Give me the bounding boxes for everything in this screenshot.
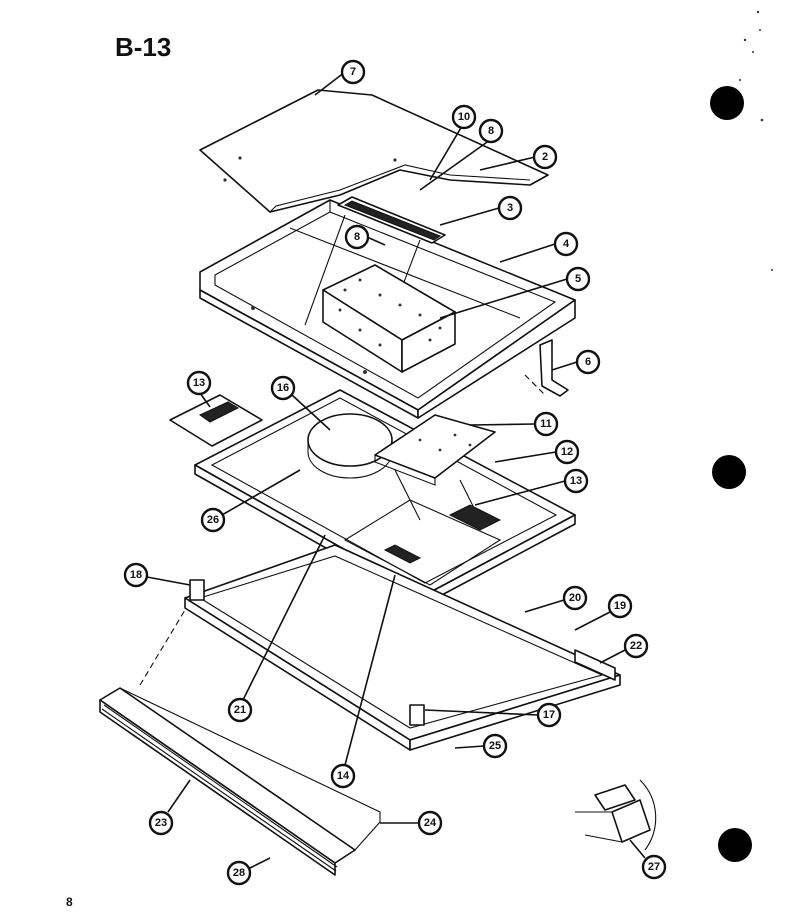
callout-4: 4 — [553, 231, 579, 257]
svg-text:7: 7 — [350, 66, 356, 78]
svg-text:12: 12 — [561, 446, 573, 458]
assembly-guide-line — [139, 609, 186, 686]
callout-20: 20 — [562, 585, 588, 611]
svg-text:24: 24 — [424, 817, 437, 829]
svg-text:22: 22 — [630, 640, 642, 652]
callout-13-left: 13 — [186, 370, 212, 396]
callout-21: 21 — [227, 697, 253, 723]
svg-text:18: 18 — [130, 569, 142, 581]
svg-text:6: 6 — [585, 356, 591, 368]
callout-25: 25 — [482, 733, 508, 759]
scan-specks — [739, 10, 773, 271]
callout-11: 11 — [533, 411, 559, 437]
callout-19: 19 — [607, 593, 633, 619]
callout-24: 24 — [417, 810, 443, 836]
callout-28: 28 — [226, 860, 252, 886]
callout-3: 3 — [497, 195, 523, 221]
svg-text:10: 10 — [458, 111, 470, 123]
assembly-guide-line — [524, 374, 546, 396]
rail-part — [337, 196, 446, 244]
registration-dot-top — [710, 86, 744, 120]
svg-text:21: 21 — [234, 704, 246, 716]
callout-16: 16 — [270, 375, 296, 401]
svg-text:11: 11 — [540, 418, 552, 430]
svg-text:19: 19 — [614, 600, 626, 612]
callout-18: 18 — [123, 562, 149, 588]
hinge-detail-part — [575, 779, 657, 851]
svg-text:20: 20 — [569, 592, 581, 604]
svg-text:16: 16 — [277, 382, 289, 394]
callout-5: 5 — [565, 266, 591, 292]
svg-text:3: 3 — [507, 202, 513, 214]
callout-10: 10 — [451, 104, 477, 130]
top-cover-part — [199, 89, 549, 213]
bracket-part — [539, 339, 569, 397]
callout-8-mid: 8 — [344, 224, 370, 250]
svg-text:14: 14 — [337, 770, 350, 782]
front-grille-part — [99, 687, 381, 876]
small-panel-part — [169, 394, 263, 447]
registration-dot-bottom — [718, 828, 752, 862]
svg-text:13: 13 — [193, 377, 205, 389]
callout-8-top: 8 — [478, 118, 504, 144]
diagram-title: B-13 — [115, 32, 171, 62]
svg-text:2: 2 — [542, 151, 548, 163]
callout-17: 17 — [536, 702, 562, 728]
callout-7: 7 — [340, 59, 366, 85]
mounting-plate-part — [343, 499, 502, 586]
svg-text:4: 4 — [563, 238, 570, 250]
svg-text:25: 25 — [489, 740, 501, 752]
callouts: 7 10 8 2 3 8 4 5 6 13 16 11 12 — [123, 59, 667, 886]
callout-26: 26 — [200, 507, 226, 533]
svg-text:17: 17 — [543, 709, 555, 721]
callout-27: 27 — [641, 854, 667, 880]
callout-2: 2 — [532, 144, 558, 170]
base-frame-part — [184, 544, 621, 751]
svg-text:13: 13 — [570, 475, 582, 487]
insulation-texture — [338, 278, 442, 347]
svg-text:26: 26 — [207, 514, 219, 526]
svg-text:27: 27 — [648, 861, 660, 873]
svg-text:8: 8 — [354, 231, 360, 243]
callout-22: 22 — [623, 633, 649, 659]
callout-13-right: 13 — [563, 468, 589, 494]
registration-dot-middle — [712, 455, 746, 489]
callout-12: 12 — [554, 439, 580, 465]
svg-text:28: 28 — [233, 867, 245, 879]
svg-text:8: 8 — [488, 125, 494, 137]
svg-text:23: 23 — [155, 817, 167, 829]
insulation-block-part — [322, 264, 456, 373]
page-number: 8 — [66, 895, 73, 909]
callout-23: 23 — [148, 810, 174, 836]
callout-6: 6 — [575, 349, 601, 375]
svg-text:5: 5 — [575, 273, 581, 285]
callout-14: 14 — [330, 763, 356, 789]
